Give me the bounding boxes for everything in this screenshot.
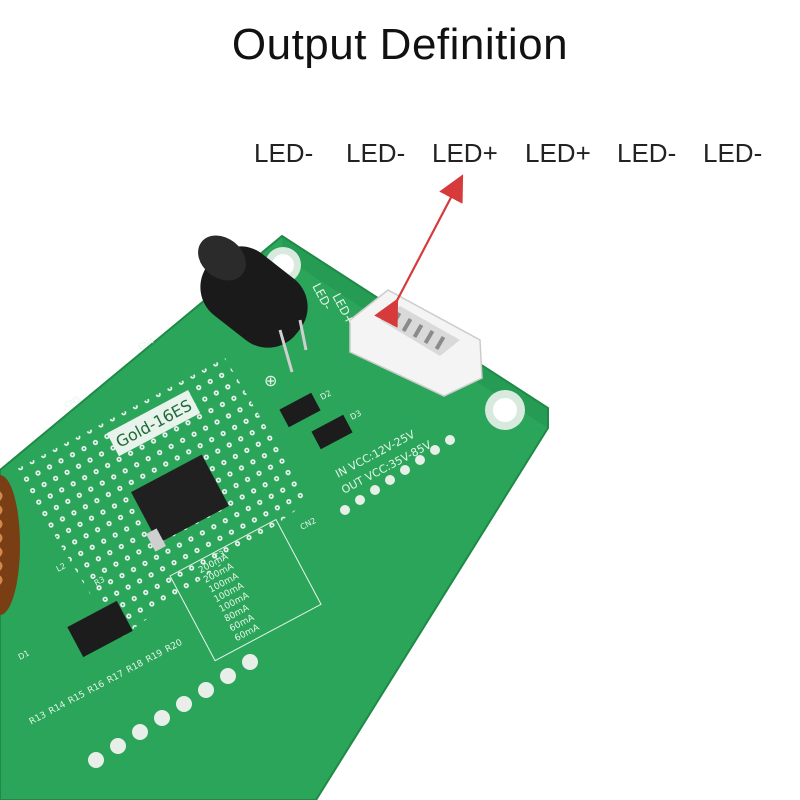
pin-label-3: LED+ [432, 138, 498, 168]
controller-ic [67, 600, 133, 658]
polarity-mark: ⊕ [264, 371, 277, 390]
pin-label-1: LED- [254, 138, 314, 168]
diode-d2 [279, 392, 321, 428]
mount-hole [485, 390, 525, 430]
diode-d3 [311, 414, 353, 450]
pin-label-6: LED- [703, 138, 763, 168]
output-pads [340, 435, 455, 515]
pin-pointer-arrow [374, 174, 464, 328]
current-table: 200mA 200mA 100mA 100mA 100mA 80mA 60mA … [169, 518, 322, 662]
solder-pads [88, 654, 258, 768]
designator-c3: C3 [213, 549, 227, 562]
pin-label-5: LED- [617, 138, 677, 168]
inductor-coil [0, 475, 20, 615]
page-title: Output Definition [231, 20, 569, 69]
designator-l2: L2 [55, 561, 68, 573]
pin-label-2: LED- [346, 138, 406, 168]
mosfet-chip [131, 454, 229, 552]
designator-r3: R3 [93, 575, 107, 588]
pin-label-4: LED+ [525, 138, 591, 168]
electrolytic-capacitor [198, 235, 308, 373]
